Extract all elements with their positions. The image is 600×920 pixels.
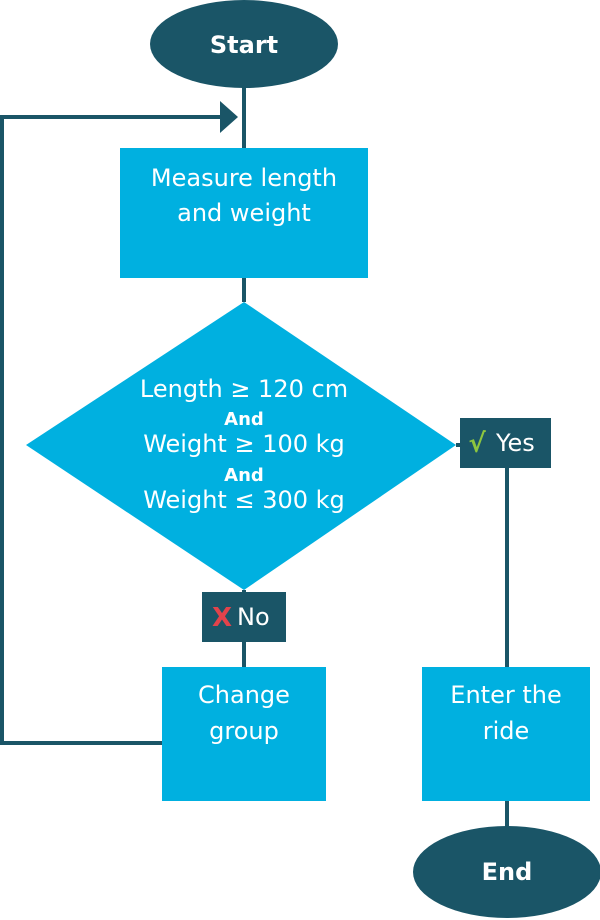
change-group-box (162, 667, 326, 801)
measure-box (120, 148, 368, 278)
start-ellipse (150, 0, 338, 88)
enter-ride-label-line1: Enter the (450, 681, 561, 709)
decision-condition-weight-max: Weight ≤ 300 kg (143, 486, 345, 514)
enter-ride-box (422, 667, 590, 801)
measure-label-line1: Measure length (151, 164, 337, 192)
change-group-node: Change group (162, 667, 326, 801)
enter-ride-node: Enter the ride (422, 667, 590, 801)
start-label: Start (210, 31, 278, 59)
no-branch-tag: X No (202, 592, 286, 642)
loop-back-connector (0, 115, 220, 745)
loop-arrowhead (220, 101, 238, 133)
connector-decision-to-enter (456, 443, 509, 667)
measure-label-line2: and weight (177, 199, 311, 227)
check-icon: √ (468, 429, 486, 459)
decision-diamond (26, 302, 456, 590)
change-group-label-line2: group (209, 717, 279, 745)
start-node: Start (150, 0, 338, 88)
enter-ride-label-line2: ride (483, 717, 530, 745)
decision-condition-weight-min: Weight ≥ 100 kg (143, 430, 345, 458)
no-tag-box (202, 592, 286, 642)
cross-icon: X (212, 603, 232, 633)
decision-condition-length: Length ≥ 120 cm (140, 375, 348, 403)
end-label: End (482, 858, 533, 886)
no-label: No (237, 603, 270, 631)
measure-node: Measure length and weight (120, 148, 368, 278)
decision-and-2: And (224, 465, 264, 486)
yes-branch-tag: √ Yes (460, 418, 551, 468)
decision-node: Length ≥ 120 cm And Weight ≥ 100 kg And … (26, 302, 456, 590)
end-node: End (413, 826, 600, 918)
decision-and-1: And (224, 409, 264, 430)
yes-tag-box (460, 418, 551, 468)
end-ellipse (413, 826, 600, 918)
yes-label: Yes (495, 429, 535, 457)
change-group-label-line1: Change (198, 681, 290, 709)
